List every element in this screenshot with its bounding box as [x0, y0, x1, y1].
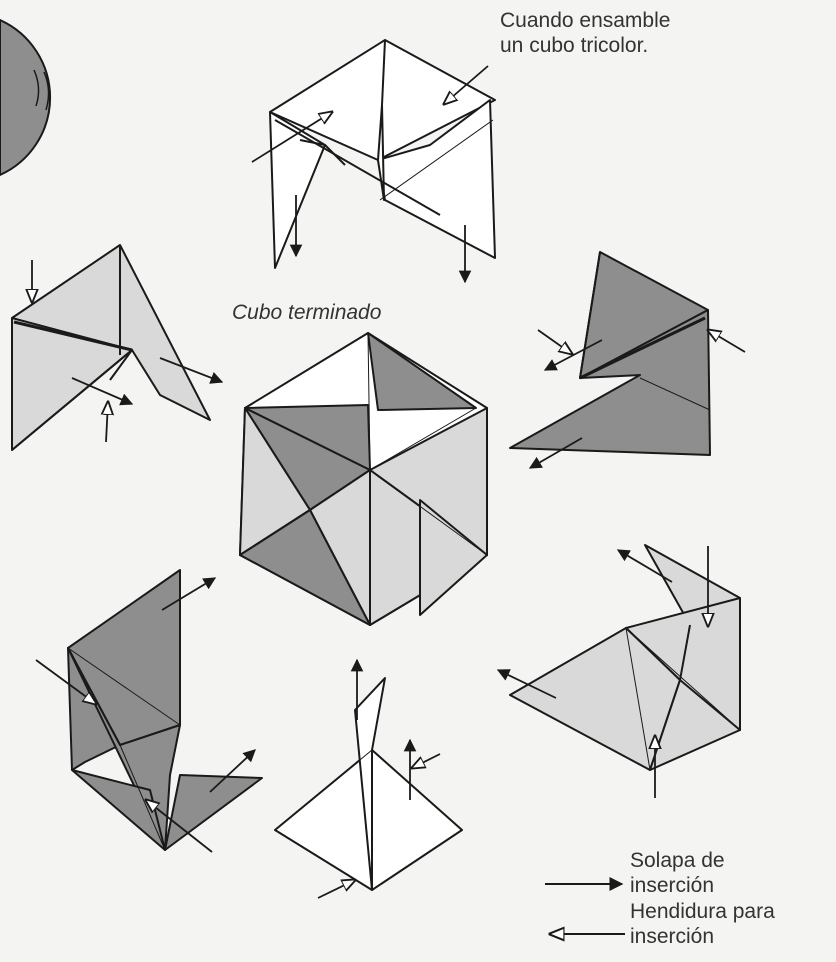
corner-circle-decoration	[0, 20, 50, 175]
arrow-ur-slot-right	[708, 330, 745, 352]
arrow-ur-slot-in	[538, 330, 572, 354]
finished-cube	[240, 333, 487, 625]
arrow-ul-slot-up	[106, 402, 108, 442]
unit-lower-right-light	[510, 545, 740, 770]
arrow-bottom-slot-lower	[318, 880, 355, 898]
legend-slot-label: Hendidura para inserción	[630, 899, 775, 949]
finished-cube-label: Cubo terminado	[232, 300, 381, 325]
unit-top-white	[270, 40, 495, 268]
legend-flap-label: Solapa de inserción	[630, 848, 725, 898]
unit-lower-left-dark	[68, 570, 262, 850]
arrow-bottom-slot-in	[412, 754, 440, 768]
unit-bottom-white	[275, 678, 462, 890]
unit-upper-left-light	[12, 245, 210, 450]
unit-upper-right-dark	[510, 252, 710, 455]
tricolor-assembly-note: Cuando ensamble un cubo tricolor.	[500, 8, 670, 58]
